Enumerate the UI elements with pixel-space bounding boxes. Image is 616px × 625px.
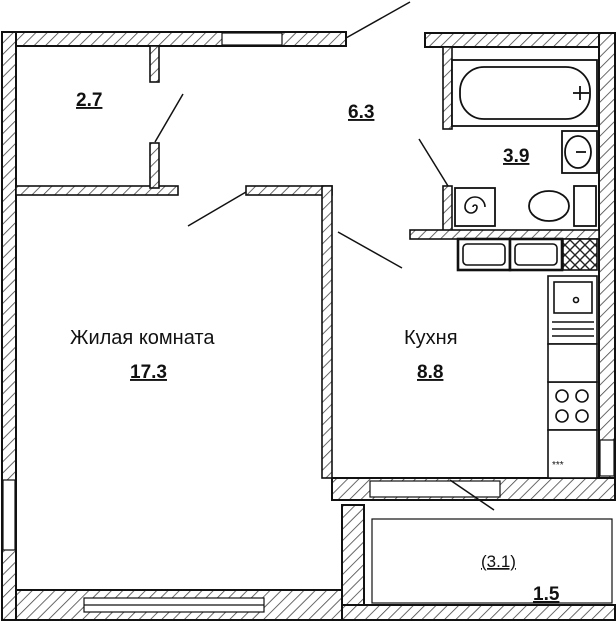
balcony-area-total: (3.1) [481,552,516,571]
stove-icon [547,381,598,431]
wall-hall-living [245,185,333,196]
balcony-wall-bottom [341,604,616,621]
kitchen-area: 8.8 [417,362,443,383]
counter: *** [547,343,598,479]
wall-bath-left-top [442,46,453,130]
kitchen-sink-icon [547,275,598,345]
hall-area: 6.3 [348,102,374,123]
wall-wardrobe-bottom [15,185,179,196]
living-room-name: Жилая комната [70,327,215,349]
window-top [221,32,283,46]
wall-top-left [3,31,347,47]
balcony-door [449,479,495,511]
bathtub-icon [451,59,598,127]
svg-text:***: *** [552,460,564,471]
bathroom-door [418,138,449,187]
kitchen-door [337,231,403,269]
wall-wardrobe-stub [149,45,160,83]
wall-left [1,31,17,621]
kitchen-name: Кухня [404,327,458,349]
balcony-wall-left [341,504,365,606]
kitchen-fixtures: *** [456,237,598,479]
wardrobe-door [154,93,184,143]
wall-living-kitchen [321,185,333,479]
interior-walls [15,45,600,479]
living-door [187,191,247,227]
balcony-area: 1.5 [533,584,560,605]
wall-top-right [424,32,616,48]
sink-icon [561,130,598,174]
doors [154,1,495,511]
wardrobe-area: 2.7 [76,90,102,111]
window-left [2,479,16,551]
wall-wardrobe-door [149,142,160,189]
windows [2,32,615,613]
living-room-area: 17.3 [130,362,167,383]
balcony-glazing [371,518,613,604]
wall-right [598,32,616,479]
wall-bath-left-bottom [442,185,453,233]
ventilation-shaft [562,238,598,271]
window-kitchen [369,480,501,498]
bathroom-fixtures [451,59,598,227]
window-right [599,439,615,477]
wall-bath-bottom [409,229,600,240]
entry-door [345,1,411,39]
toilet-icon [528,185,597,227]
washing-machine-icon [454,187,496,227]
room-labels: 2.7 6.3 3.9 Жилая комната 17.3 Кухня 8.8… [70,90,560,605]
bathroom-area: 3.9 [503,146,529,167]
